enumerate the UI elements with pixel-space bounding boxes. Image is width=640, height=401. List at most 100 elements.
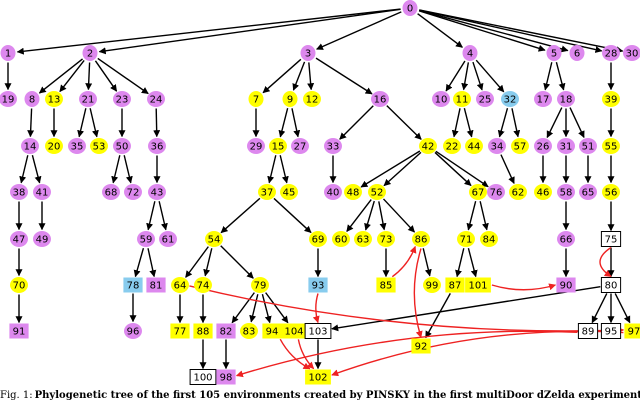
ellipse-node — [0, 45, 16, 61]
tree-node-10: 10 — [432, 91, 450, 107]
tree-edge-0-6 — [418, 9, 569, 53]
tree-node-80: 80 — [600, 277, 622, 293]
tree-node-74: 74 — [194, 277, 212, 293]
tree-node-label: 25 — [479, 95, 492, 106]
tree-node-label: 43 — [151, 188, 164, 199]
tree-node-label: 6 — [574, 49, 580, 60]
tree-edge-32-57 — [511, 108, 521, 138]
tree-edge-2-13 — [59, 60, 85, 93]
ellipse-node — [194, 277, 212, 293]
tree-node-label: 62 — [512, 188, 525, 199]
tree-node-18: 18 — [557, 91, 575, 107]
tree-node-41: 41 — [33, 184, 51, 200]
box-node — [146, 277, 166, 293]
box-node — [189, 369, 217, 385]
box-node — [600, 277, 622, 293]
tree-edge-67-84 — [479, 201, 489, 231]
ellipse-node — [33, 184, 51, 200]
tree-node-91: 91 — [9, 323, 29, 339]
tree-edge-59-78 — [133, 247, 145, 278]
tree-edge-80-89 — [591, 293, 608, 324]
ellipse-node — [487, 184, 505, 200]
ellipse-node — [102, 184, 120, 200]
tree-edge-42-48 — [360, 150, 421, 188]
tree-node-label: 31 — [560, 142, 573, 153]
box-node — [577, 323, 599, 339]
ellipse-node — [90, 138, 108, 154]
tree-edge-0-2 — [98, 8, 401, 55]
ellipse-node — [457, 231, 475, 247]
tree-edge-0-4 — [417, 13, 463, 48]
tree-node-label: 8 — [29, 95, 35, 106]
tree-node-label: 94 — [266, 327, 279, 338]
ellipse-node — [137, 231, 155, 247]
ellipse-node — [282, 91, 298, 107]
tree-node-label: 37 — [261, 188, 274, 199]
tree-node-60: 60 — [332, 231, 350, 247]
tree-node-19: 19 — [0, 91, 17, 107]
tree-node-label: 0 — [407, 4, 413, 15]
tree-node-label: 90 — [560, 281, 573, 292]
tree-node-label: 41 — [36, 188, 49, 199]
tree-edge-14-38 — [19, 155, 29, 184]
tree-edge-4-25 — [472, 61, 484, 91]
transfer-edge-89-98 — [235, 330, 578, 378]
tree-node-71: 71 — [457, 231, 475, 247]
tree-node-label: 22 — [446, 142, 459, 153]
tree-edge-59-81 — [147, 248, 157, 278]
tree-node-label: 47 — [13, 235, 26, 246]
tree-node-40: 40 — [324, 184, 342, 200]
ellipse-node — [354, 231, 372, 247]
ellipse-node — [480, 231, 498, 247]
box-node — [411, 338, 431, 354]
tree-node-78: 78 — [123, 277, 143, 293]
tree-edge-42-52 — [383, 151, 422, 187]
ellipse-node — [113, 138, 131, 154]
tree-edge-9-15 — [278, 108, 289, 138]
tree-node-label: 77 — [174, 327, 187, 338]
tree-node-98: 98 — [216, 369, 236, 385]
tree-node-label: 75 — [605, 235, 618, 246]
tree-node-label: 1 — [5, 49, 11, 60]
tree-node-label: 92 — [415, 342, 428, 353]
tree-node-label: 98 — [220, 373, 233, 384]
tree-node-63: 63 — [354, 231, 372, 247]
tree-node-label: 65 — [582, 188, 595, 199]
ellipse-node — [534, 184, 552, 200]
box-node — [193, 323, 213, 339]
tree-edge-79-82 — [231, 292, 255, 324]
tree-node-label: 24 — [150, 95, 163, 106]
tree-node-label: 60 — [335, 235, 348, 246]
ellipse-node — [423, 277, 441, 293]
ellipse-node — [534, 138, 552, 154]
tree-edge-2-24 — [97, 57, 149, 95]
ellipse-node — [240, 323, 258, 339]
tree-node-label: 26 — [537, 142, 550, 153]
ellipse-node — [10, 277, 28, 293]
ellipse-node — [247, 138, 265, 154]
tree-node-62: 62 — [509, 184, 527, 200]
tree-edge-0-3 — [316, 11, 402, 50]
tree-edge-15-45 — [279, 155, 289, 184]
tree-node-label: 95 — [605, 327, 618, 338]
ellipse-node — [557, 138, 575, 154]
ellipse-node — [45, 138, 63, 154]
ellipse-node — [171, 277, 189, 293]
ellipse-node — [602, 138, 620, 154]
tree-node-3: 3 — [300, 45, 316, 61]
figure-caption: Fig. 1:Phylogenetic tree of the first 10… — [0, 390, 640, 401]
tree-node-38: 38 — [10, 184, 28, 200]
tree-node-label: 88 — [197, 327, 210, 338]
tree-edge-16-42 — [386, 105, 422, 140]
tree-node-77: 77 — [170, 323, 190, 339]
tree-edge-5-18 — [555, 62, 566, 91]
tree-node-84: 84 — [480, 231, 498, 247]
ellipse-node — [579, 138, 597, 154]
tree-edge-18-51 — [569, 107, 585, 139]
ellipse-node — [147, 91, 165, 107]
tree-node-12: 12 — [303, 91, 321, 107]
tree-edge-79-104 — [265, 292, 289, 324]
tree-edge-32-34 — [497, 107, 509, 138]
tree-node-label: 18 — [560, 95, 573, 106]
box-node — [624, 323, 640, 339]
